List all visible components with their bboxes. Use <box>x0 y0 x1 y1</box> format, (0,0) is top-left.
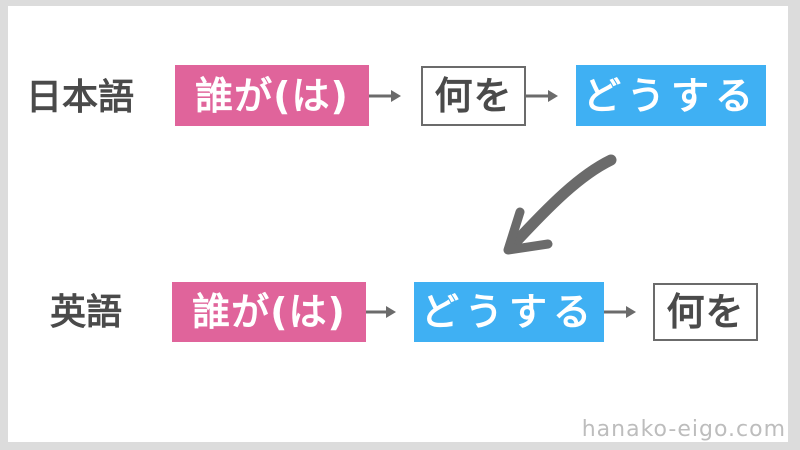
arrow-right-icon <box>604 306 636 318</box>
jp-object-box: 何を <box>421 66 526 126</box>
arrow-right-icon <box>526 90 558 102</box>
row-label-japanese: 日本語 <box>26 77 135 118</box>
site-watermark: hanako-eigo.com <box>581 417 786 442</box>
en-subject-box: 誰が(は) <box>172 282 366 342</box>
arrow-right-icon <box>369 90 401 102</box>
en-verb-box: どうする <box>414 282 604 342</box>
jp-verb-box: どうする <box>576 65 766 126</box>
arrow-right-icon <box>366 306 396 318</box>
en-object-box: 何を <box>653 283 758 341</box>
row-label-english: 英語 <box>50 292 123 333</box>
jp-subject-box: 誰が(は) <box>175 65 369 126</box>
curved-arrow-down-left-icon <box>503 154 617 255</box>
